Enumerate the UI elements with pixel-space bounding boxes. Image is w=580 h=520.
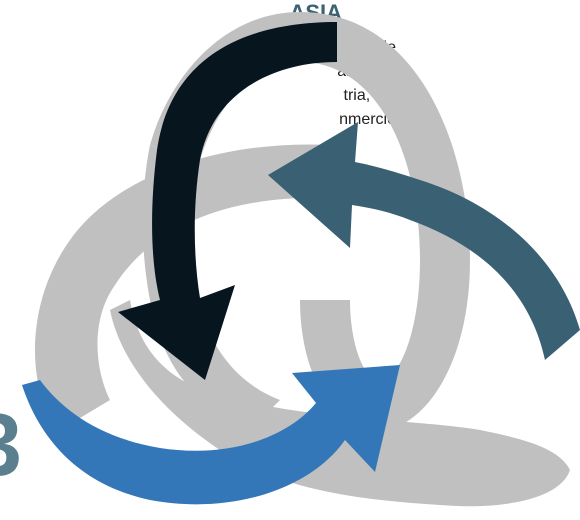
arrow-dark-down <box>118 22 337 380</box>
ribbon-loop-left <box>35 144 330 430</box>
description-line: nmercio <box>339 111 396 128</box>
step-number: 3 <box>0 395 22 505</box>
ribbon-loop-bottom <box>110 300 570 507</box>
arrow-blue-right <box>22 365 400 505</box>
ribbon-loop-top <box>150 12 470 430</box>
arrow-teal-left <box>268 122 580 360</box>
